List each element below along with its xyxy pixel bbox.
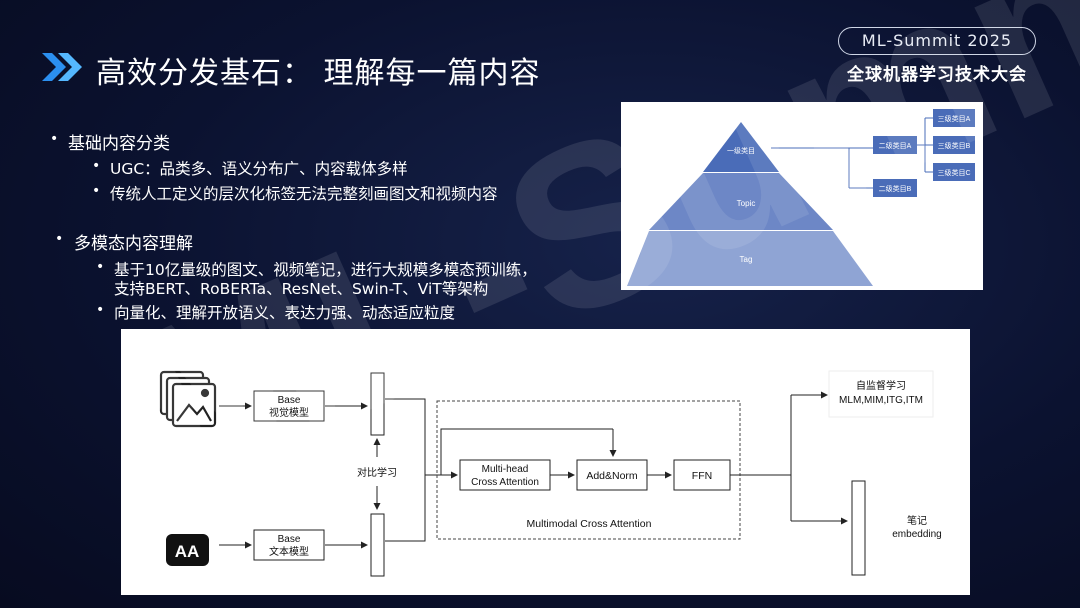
section1-item: 传统人工定义的层次化标签无法完整刻画图文和视频内容: [110, 185, 498, 203]
pyramid-level1: [703, 122, 779, 172]
cross-attention-box: [459, 459, 551, 491]
pyramid-connectors: [771, 117, 933, 189]
text-aa-icon-label: AA: [175, 542, 200, 561]
secondary-label-b: 二级类目B: [879, 184, 912, 193]
text-aa-icon: [166, 534, 209, 566]
event-subtitle: 全球机器学习技术大会: [847, 65, 1027, 85]
category-pyramid-panel: 一级类目 Topic Tag 二级类目A 二级类目B 三级类目A 三级类目B: [621, 102, 983, 290]
bullet-dot: •: [55, 231, 64, 247]
secondary-label-a: 二级类目A: [879, 141, 912, 150]
note-embedding-vector: [851, 480, 866, 576]
section2-item-continued: 支持BERT、RoBERTa、ResNet、Swin-T、ViT等架构: [114, 280, 489, 298]
section2-item: 基于10亿量级的图文、视频笔记，进行大规模多模态预训练，: [114, 261, 537, 279]
ffn-label: FFN: [692, 470, 712, 482]
double-chevron-icon: [42, 53, 82, 81]
cross-attention-label-2: Cross Attention: [471, 477, 539, 488]
tertiary-label-a: 三级类目A: [938, 114, 971, 123]
output-label-2: embedding: [892, 529, 941, 540]
add-norm-label: Add&Norm: [586, 470, 638, 482]
tertiary-box-c: [933, 163, 975, 181]
bullet-dot: •: [92, 158, 101, 174]
pyramid-level2: [649, 173, 833, 230]
vision-model-box: [253, 390, 325, 422]
vision-model-label-2: 视觉模型: [269, 406, 309, 419]
text-model-label-2: 文本模型: [269, 545, 309, 558]
pyramid-level3: [627, 231, 873, 286]
cross-attention-label-1: Multi-head: [482, 464, 529, 475]
self-supervised-box: [828, 370, 934, 418]
pyramid-level2-label: Topic: [737, 199, 756, 208]
add-norm-box: [576, 459, 648, 491]
module-label: Multimodal Cross Attention: [527, 518, 652, 530]
page-title: 高效分发基石： 理解每一篇内容: [96, 56, 541, 91]
section2-item: 向量化、理解开放语义、表达力强、动态适应粒度: [114, 304, 456, 322]
text-model-label-1: Base: [278, 534, 301, 545]
ffn-box: [673, 459, 731, 491]
tertiary-label-c: 三级类目C: [937, 168, 970, 177]
image-stack-icon: [159, 370, 217, 428]
text-embedding-vector: [370, 513, 385, 577]
text-model-box: [253, 529, 325, 561]
bullet-dot: •: [92, 183, 101, 199]
pyramid-level1-label: 一级类目: [727, 146, 755, 155]
self-supervised-tasks: MLM,MIM,ITG,ITM: [839, 395, 923, 406]
contrastive-learning-label: 对比学习: [357, 466, 397, 479]
vision-model-label-1: Base: [278, 395, 301, 406]
architecture-diagram-panel: AA Base 视觉模型 Base 文本模型 对比学习: [121, 329, 970, 595]
architecture-diagram: AA Base 视觉模型 Base 文本模型 对比学习: [159, 370, 942, 577]
secondary-box-b: [873, 179, 917, 197]
secondary-box-a: [873, 136, 917, 154]
self-supervised-label: 自监督学习: [856, 379, 906, 392]
section1-heading: 基础内容分类: [68, 134, 170, 154]
tertiary-box-a: [933, 109, 975, 127]
pyramid-level3-label: Tag: [740, 255, 753, 264]
multimodal-cross-attention-module: [436, 400, 741, 540]
tertiary-box-b: [933, 136, 975, 154]
output-label-1: 笔记: [907, 514, 927, 527]
event-name-badge: ML-Summit 2025: [838, 27, 1036, 55]
bullet-dot: •: [96, 259, 105, 275]
section2-heading: 多模态内容理解: [74, 234, 193, 254]
tertiary-label-b: 三级类目B: [938, 141, 971, 150]
section1-item: UGC：品类多、语义分布广、内容载体多样: [110, 160, 408, 178]
bullet-dot: •: [96, 302, 105, 318]
category-pyramid-diagram: 一级类目 Topic Tag 二级类目A 二级类目B 三级类目A 三级类目B: [627, 109, 975, 286]
image-embedding-vector: [370, 372, 385, 436]
bullet-dot: •: [50, 131, 59, 147]
